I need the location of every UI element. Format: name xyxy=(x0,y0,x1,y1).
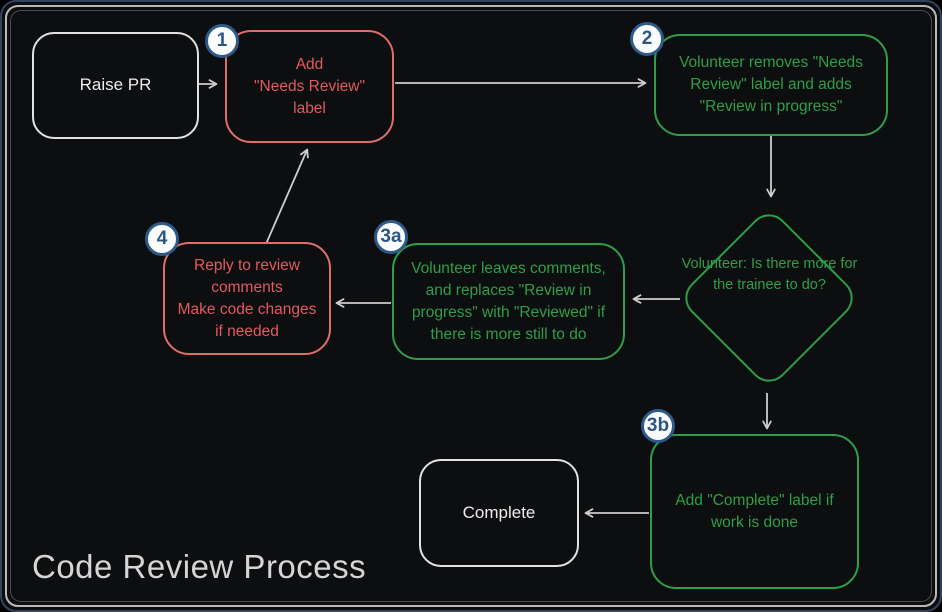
node-step3a-line: and replaces "Review in xyxy=(425,281,592,299)
step-badge-3a-label: 3a xyxy=(380,226,402,247)
node-complete-label: Complete xyxy=(462,502,536,522)
node-step2-volunteer-removes-label[interactable]: Volunteer removes "Needs Review" label a… xyxy=(654,34,888,136)
node-decision-diamond[interactable] xyxy=(677,206,861,390)
step-badge-2[interactable]: 2 xyxy=(630,22,664,56)
node-raise-pr-label: Raise PR xyxy=(79,75,152,95)
node-step1-line: Add xyxy=(295,55,324,73)
node-step3b-line: Add "Complete" label if xyxy=(675,491,834,509)
node-step4-reply-to-comments[interactable]: Reply to review comments Make code chang… xyxy=(163,242,331,355)
step-badge-4-label: 4 xyxy=(156,228,168,249)
arrow-step4-to-step1 xyxy=(265,148,309,245)
node-step1-line: label xyxy=(293,99,326,117)
step-badge-4[interactable]: 4 xyxy=(145,222,179,256)
diagram-title: Code Review Process xyxy=(32,548,367,585)
node-step2-line: Review" label and adds xyxy=(690,76,852,93)
node-step4-line: Reply to review xyxy=(194,256,300,274)
node-step3a-line: there is more still to do xyxy=(430,325,587,343)
node-step3a-line: Volunteer leaves comments, xyxy=(411,259,606,277)
step-badge-1-label: 1 xyxy=(216,30,228,51)
node-complete[interactable]: Complete xyxy=(419,459,579,567)
node-step4-line: comments xyxy=(211,278,283,296)
node-step3b-line: work is done xyxy=(710,513,798,531)
node-step2-line: Volunteer removes "Needs xyxy=(679,54,863,71)
step-badge-3b[interactable]: 3b xyxy=(641,409,675,443)
step-badge-1[interactable]: 1 xyxy=(205,24,239,58)
step-badge-3a[interactable]: 3a xyxy=(374,220,408,254)
node-step3a-volunteer-leaves-comments[interactable]: Volunteer leaves comments, and replaces … xyxy=(392,243,625,360)
node-step2-line: "Review in progress" xyxy=(699,98,843,115)
node-decision-line: the trainee to do? xyxy=(713,277,826,294)
node-decision-text: Volunteer: Is there more for the trainee… xyxy=(679,254,860,296)
node-step1-add-needs-review[interactable]: Add "Needs Review" label xyxy=(225,30,394,143)
node-step4-line: Make code changes xyxy=(177,300,317,318)
step-badge-3b-label: 3b xyxy=(646,415,670,436)
node-decision-line: Is there more for xyxy=(750,256,858,272)
node-step3a-line: progress" with "Reviewed" if xyxy=(411,303,606,321)
node-step3b-add-complete-label[interactable]: Add "Complete" label if work is done xyxy=(650,434,859,589)
step-badge-2-label: 2 xyxy=(641,28,653,49)
node-step1-line: "Needs Review" xyxy=(254,77,365,95)
node-step4-line: if needed xyxy=(215,322,279,340)
node-decision-line: Volunteer: xyxy=(681,256,747,272)
node-raise-pr[interactable]: Raise PR xyxy=(32,32,199,139)
